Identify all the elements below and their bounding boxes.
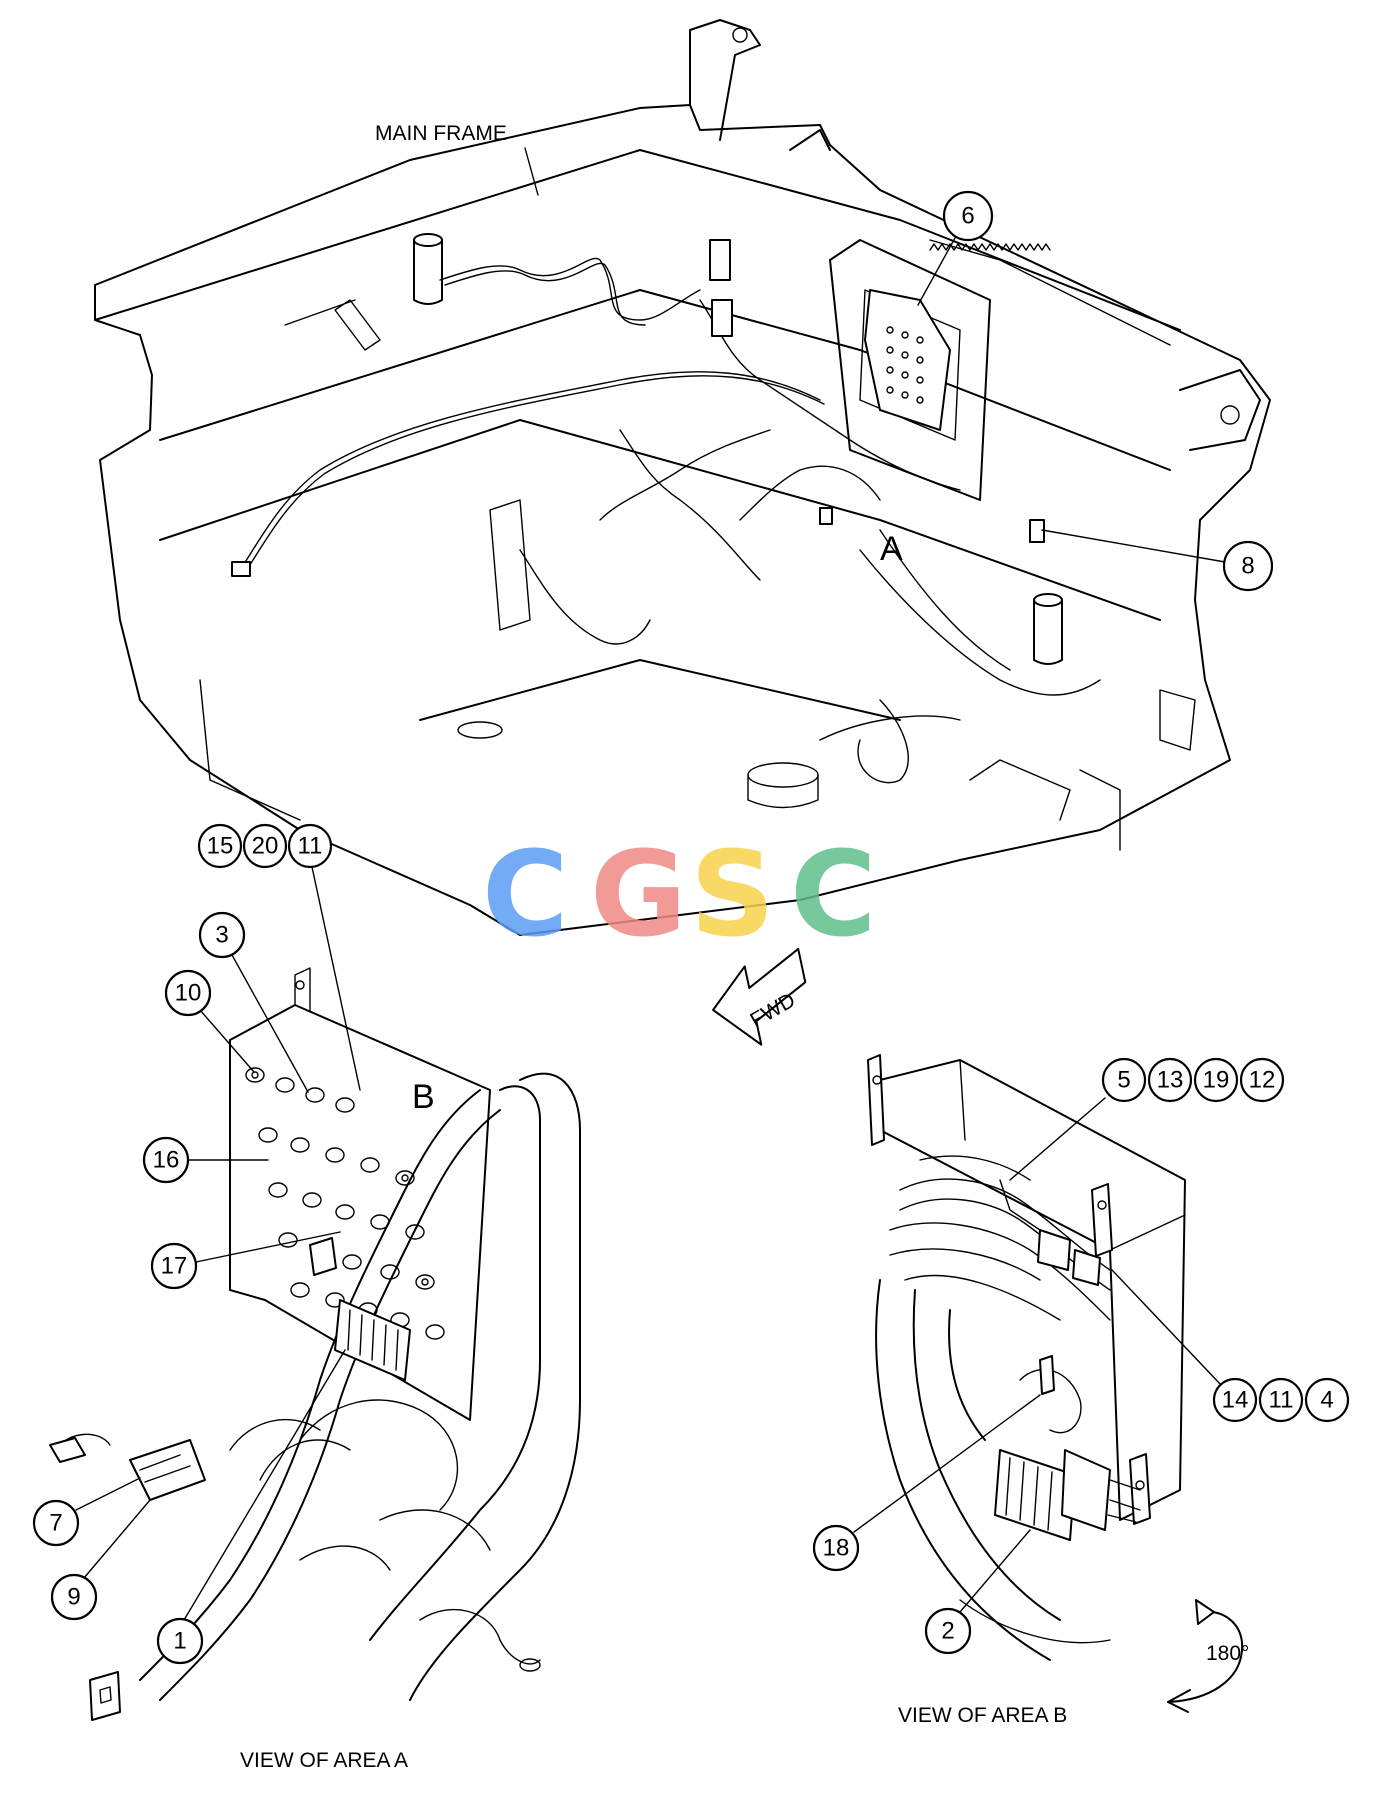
callout-13: 13 [1147,1057,1193,1103]
callout-11-top: 11 [287,823,361,1091]
svg-text:14: 14 [1222,1387,1249,1414]
svg-text:9: 9 [67,1584,80,1611]
fwd-arrow: FWD [712,947,807,1046]
watermark-letter-s: S [690,825,775,963]
watermark-letter-c2: C [790,825,877,963]
cgsc-watermark: C G S C [482,825,877,963]
area-a-drawing [49,967,581,1721]
callout-5: 5 [1009,1057,1147,1181]
svg-text:4: 4 [1320,1387,1333,1414]
callout-15: 15 [197,823,243,869]
callout-20: 20 [242,823,288,869]
svg-text:3: 3 [215,922,228,949]
callout-19: 19 [1193,1057,1239,1103]
callout-16: 16 [142,1136,269,1184]
main-frame-label: MAIN FRAME [375,122,507,145]
callout-2: 2 [924,1529,1031,1655]
callout-11-b: 11 [1258,1377,1304,1423]
svg-text:6: 6 [961,203,974,230]
svg-text:7: 7 [49,1510,62,1537]
callout-14: 14 [1111,1269,1258,1423]
area-b-drawing [867,1054,1186,1661]
area-b-letter: B [412,1078,435,1116]
callout-17: 17 [150,1231,341,1290]
watermark-letter-c1: C [482,825,569,963]
rotation-label: 180° [1206,1642,1249,1665]
view-area-a-label: VIEW OF AREA A [240,1749,408,1772]
svg-text:12: 12 [1249,1067,1276,1094]
svg-text:19: 19 [1203,1067,1230,1094]
callout-10: 10 [164,969,255,1073]
cylinder-left [413,233,443,305]
svg-text:1: 1 [173,1628,186,1655]
svg-text:11: 11 [1269,1387,1294,1414]
callout-9: 9 [50,1499,151,1621]
main-frame-leader [524,147,539,196]
svg-text:2: 2 [941,1618,954,1645]
area-a-letter: A [880,530,903,568]
svg-text:20: 20 [252,833,279,860]
view-area-b-label: VIEW OF AREA B [898,1704,1067,1727]
svg-text:10: 10 [175,980,202,1007]
callout-1: 1 [156,1349,346,1665]
svg-text:18: 18 [823,1535,850,1562]
svg-text:8: 8 [1241,553,1254,580]
callout-7: 7 [32,1477,141,1547]
rotation-arrow: 180° [1167,1599,1249,1713]
callout-8: 8 [1041,529,1274,592]
watermark-letter-g: G [590,825,687,963]
main-frame-drawing [94,19,1271,936]
callout-6: 6 [917,190,994,306]
callout-3: 3 [198,911,309,1093]
callout-12: 12 [1239,1057,1285,1103]
callout-4: 4 [1304,1377,1350,1423]
svg-text:5: 5 [1117,1067,1130,1094]
svg-text:13: 13 [1157,1067,1184,1094]
svg-text:11: 11 [298,833,323,860]
svg-text:16: 16 [153,1147,180,1174]
svg-text:15: 15 [207,833,234,860]
cylinder-right [1033,593,1063,665]
svg-text:17: 17 [161,1253,188,1280]
callout-18: 18 [812,1394,1041,1572]
